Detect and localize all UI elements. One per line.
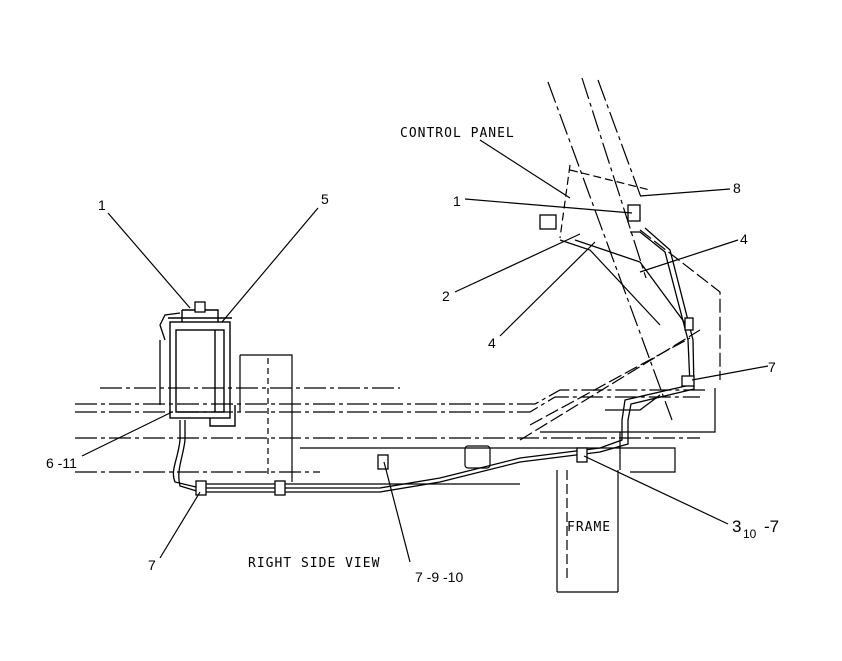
leader-lines [81,139,769,563]
callout-6-11: 6 -11 [46,455,77,471]
callout-3: 3 [732,517,741,536]
callout-4-mid: 4 [488,335,496,351]
callout-1-left: 1 [98,197,106,213]
callout-3-sub: 10 [743,527,757,541]
callout-8: 8 [733,180,741,196]
callout-2: 2 [442,288,450,304]
frame-label: FRAME [567,520,611,535]
clamps [194,204,695,496]
control-panel-label: CONTROL PANEL [400,126,515,141]
callout-1-top: 1 [453,193,461,209]
callout-4-right: 4 [740,231,748,247]
callout-7-right: 7 [768,359,776,375]
reservoir-tank [168,309,236,427]
callout-3-tail: -7 [764,517,779,536]
view-title: RIGHT SIDE VIEW [248,556,380,571]
callout-5: 5 [321,191,329,207]
callout-7-left: 7 [148,557,156,573]
callout-7-9-10: 7 -9 -10 [415,569,463,585]
frame-structure [75,77,721,593]
